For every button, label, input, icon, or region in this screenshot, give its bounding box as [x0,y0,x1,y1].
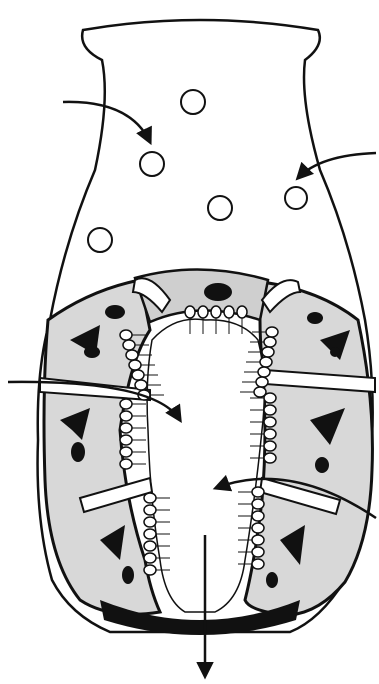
top-row-cell [211,306,221,318]
particle-2 [140,152,164,176]
left-middle-row-cell [120,447,132,457]
particle-3 [285,187,307,209]
right-upper-row-cell [260,357,272,367]
right-lower-row-cell [252,559,264,569]
right-lower-row-cell [252,499,264,509]
right-middle-row-cell [264,429,276,439]
left-lower-row-cell [144,553,156,563]
left-lower-row-cell [144,529,156,539]
right-upper-row-cell [262,347,274,357]
right-lower-row-cell [252,547,264,557]
left-upper-row-cell [135,380,147,390]
right-middle-row-cell [264,417,276,427]
right-lower-row-cell [252,535,264,545]
particle-1 [181,90,205,114]
right-upper-row-cell [258,367,270,377]
left-upper-row-cell [126,350,138,360]
right-middle-row-cell [264,393,276,403]
right-upper-row-cell [264,337,276,347]
top-row-cell [224,306,234,318]
right-middle-row-cell [264,405,276,415]
right-lower-row-cell [252,523,264,533]
top-row-cell [185,306,195,318]
left-lower-row-cell [144,565,156,575]
left-upper-row-cell [132,370,144,380]
left-upper-row-cell [123,340,135,350]
top-dark-mass [204,283,232,301]
left-upper-row-cell [129,360,141,370]
top-row-cell [237,306,247,318]
right-upper-row-cell [266,327,278,337]
left-upper-row-cell [120,330,132,340]
right-lower-row-cell [252,487,264,497]
right-middle-row-cell [264,441,276,451]
left-middle-row-cell [120,411,132,421]
left-lower-row-cell [144,541,156,551]
particle-5 [88,228,112,252]
right-upper-row-cell [256,377,268,387]
left-middle-row-cell [120,435,132,445]
right-lower-row-cell [252,511,264,521]
left-middle-row-cell [120,459,132,469]
particle-4 [208,196,232,220]
left-lower-row-cell [144,517,156,527]
left-middle-row-cell [120,423,132,433]
right-middle-row-cell [264,453,276,463]
top-row-cell [198,306,208,318]
left-lower-row-cell [144,505,156,515]
left-middle-row-cell [120,399,132,409]
left-lower-row-cell [144,493,156,503]
